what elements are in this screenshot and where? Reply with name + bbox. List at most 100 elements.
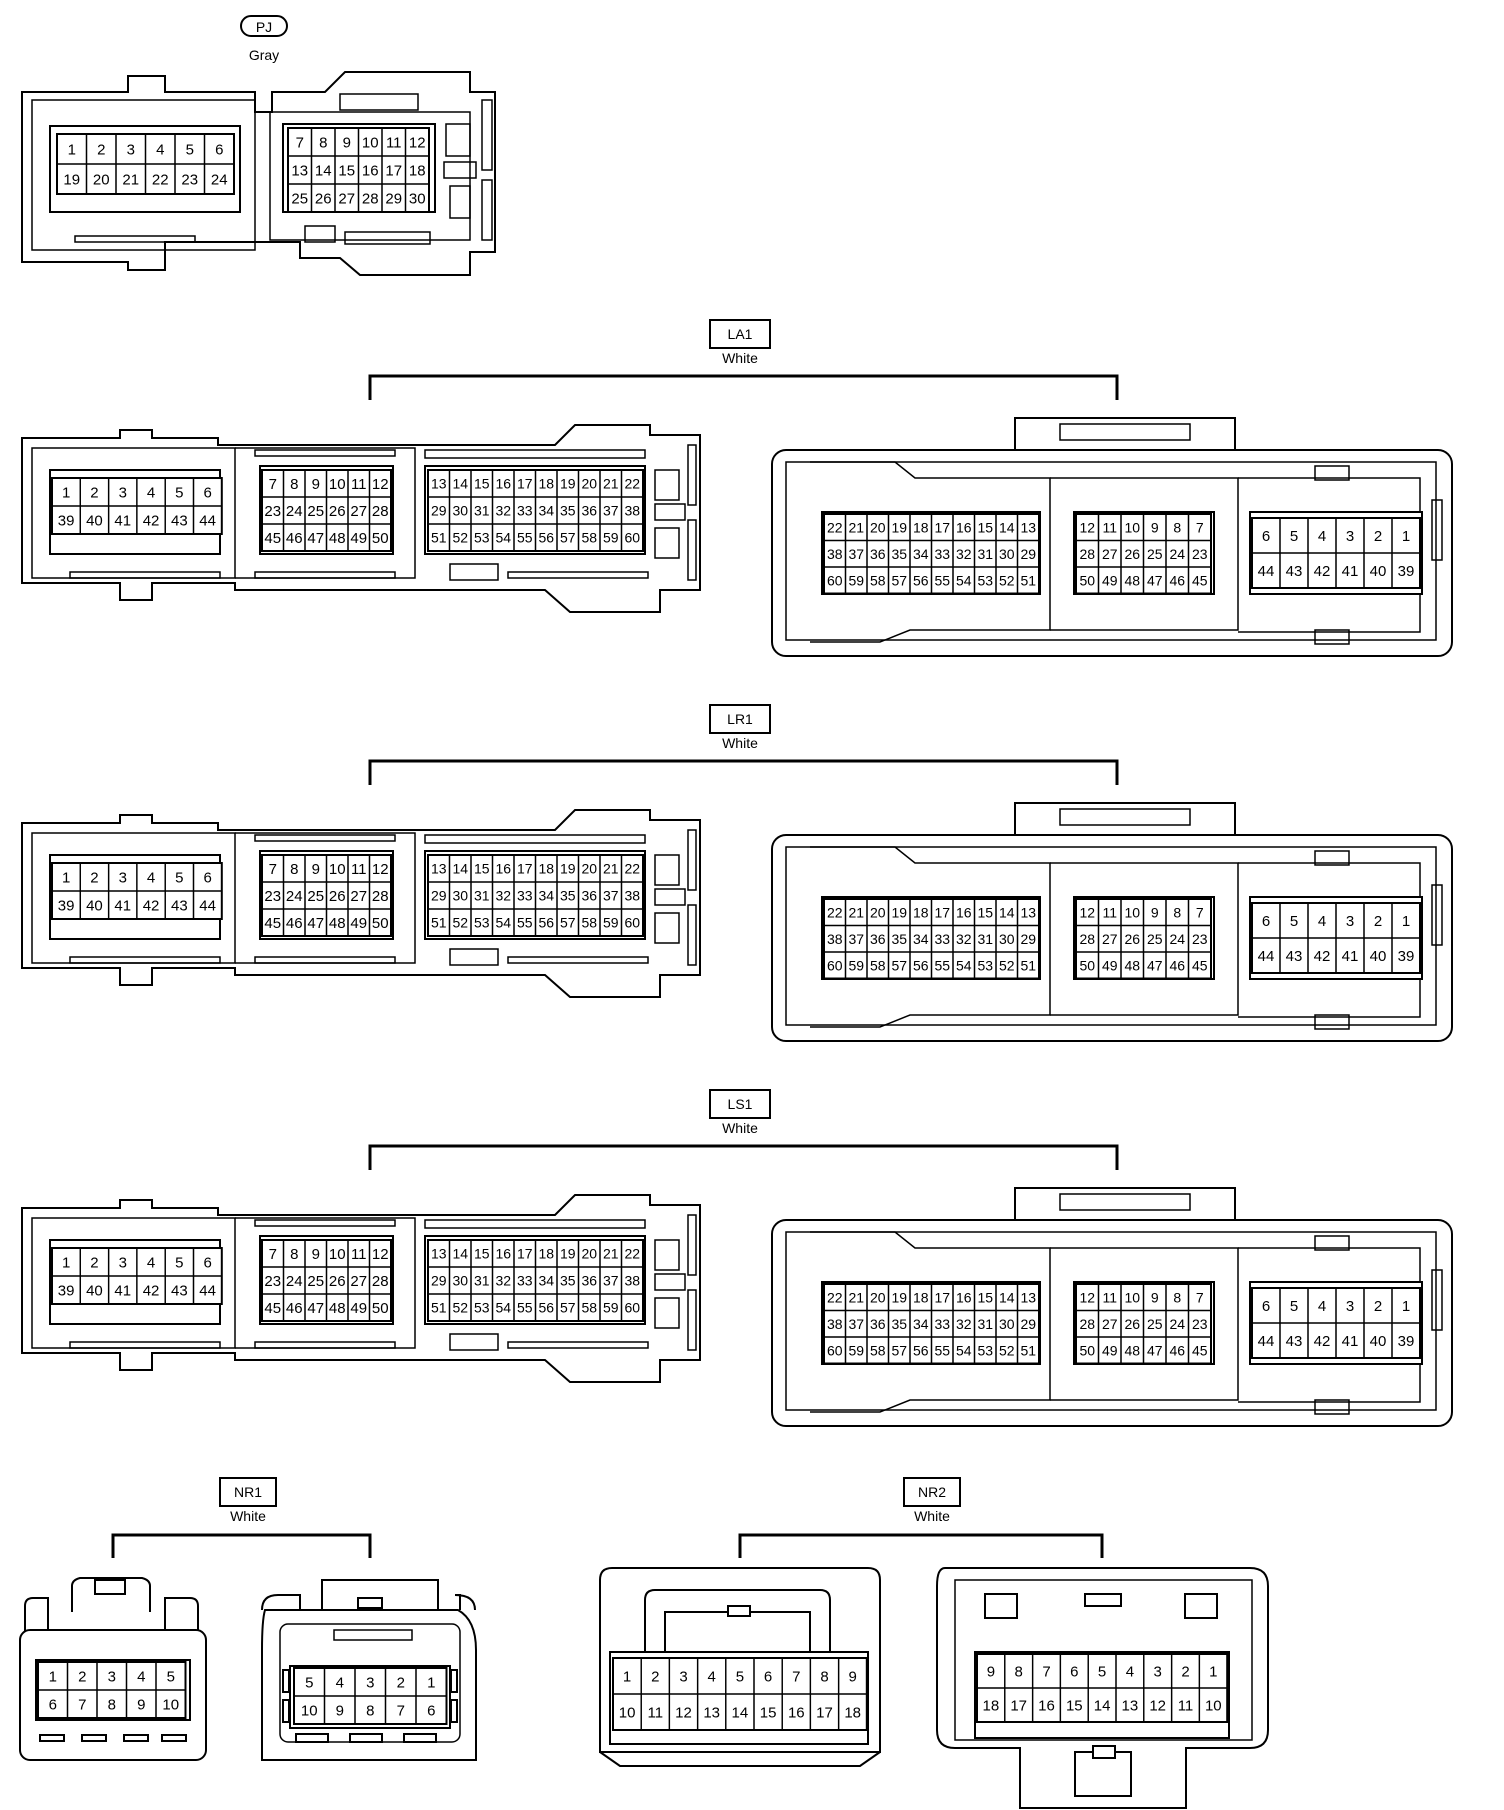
pin-number: 17 bbox=[934, 1289, 950, 1305]
pin-number: 22 bbox=[827, 1289, 843, 1305]
pin-number: 14 bbox=[452, 1246, 468, 1262]
pin-number: 23 bbox=[264, 503, 281, 520]
pin-number: 30 bbox=[999, 1316, 1015, 1332]
pin-number: 26 bbox=[315, 190, 332, 207]
pin-number: 9 bbox=[312, 1246, 320, 1263]
ls1-label-box bbox=[709, 1089, 771, 1119]
pin-number: 9 bbox=[1151, 904, 1159, 920]
pin-number: 52 bbox=[452, 1300, 468, 1316]
pin-number: 11 bbox=[1102, 904, 1117, 920]
pin-number: 54 bbox=[956, 1342, 972, 1358]
pin-number: 58 bbox=[581, 530, 597, 546]
pin-number: 34 bbox=[538, 1273, 554, 1289]
pin-number: 39 bbox=[1398, 948, 1415, 965]
pin-number: 10 bbox=[1205, 1697, 1222, 1714]
pin-number: 50 bbox=[1079, 1342, 1095, 1358]
pin-number: 58 bbox=[581, 1300, 597, 1316]
pin-number: 12 bbox=[675, 1704, 692, 1721]
la1-name: LA1 bbox=[728, 326, 753, 342]
pin-number: 31 bbox=[977, 931, 993, 947]
pin-number: 21 bbox=[122, 171, 139, 188]
pin-number: 17 bbox=[517, 861, 533, 877]
pin-number: 25 bbox=[1147, 1316, 1163, 1332]
pin-number: 55 bbox=[517, 915, 533, 931]
pin-number: 30 bbox=[999, 546, 1015, 562]
pin-number: 6 bbox=[764, 1668, 772, 1685]
pin-number: 49 bbox=[1102, 572, 1118, 588]
pin-cell bbox=[620, 523, 644, 552]
pin-cell bbox=[404, 183, 430, 213]
pin-number: 4 bbox=[1318, 1298, 1326, 1315]
pin-number: 8 bbox=[290, 861, 298, 878]
pin-number: 52 bbox=[999, 1342, 1015, 1358]
pin-number: 53 bbox=[977, 572, 993, 588]
lr1-color: White bbox=[722, 735, 758, 751]
pin-number: 33 bbox=[517, 1273, 533, 1289]
pin-number: 36 bbox=[870, 1316, 886, 1332]
pin-number: 52 bbox=[999, 572, 1015, 588]
pin-number: 5 bbox=[167, 1668, 175, 1685]
pin-number: 48 bbox=[1124, 572, 1140, 588]
pin-number: 5 bbox=[1098, 1663, 1106, 1680]
pin-cell bbox=[620, 908, 644, 937]
pin-number: 58 bbox=[581, 915, 597, 931]
pin-number: 4 bbox=[336, 1674, 344, 1691]
nr1-label-box bbox=[219, 1477, 277, 1507]
pin-number: 58 bbox=[870, 1342, 886, 1358]
pin-number: 56 bbox=[913, 957, 929, 973]
pin-number: 35 bbox=[560, 503, 576, 519]
pin-number: 35 bbox=[891, 546, 907, 562]
pin-number: 43 bbox=[171, 897, 188, 914]
pin-number: 1 bbox=[427, 1674, 435, 1691]
pin-number: 25 bbox=[307, 888, 324, 905]
pin-number: 21 bbox=[848, 1289, 864, 1305]
pin-number: 37 bbox=[848, 931, 864, 947]
pin-number: 48 bbox=[1124, 1342, 1140, 1358]
pin-number: 9 bbox=[312, 476, 320, 493]
pin-number: 28 bbox=[1079, 546, 1095, 562]
pin-number: 8 bbox=[108, 1696, 116, 1713]
pin-number: 12 bbox=[1079, 519, 1095, 535]
pin-number: 15 bbox=[474, 476, 490, 492]
pin-number: 48 bbox=[329, 530, 346, 547]
pin-number: 23 bbox=[264, 1273, 281, 1290]
pin-number: 41 bbox=[1342, 563, 1359, 580]
pin-number: 6 bbox=[1262, 913, 1270, 930]
pin-number: 14 bbox=[732, 1704, 749, 1721]
pin-number: 8 bbox=[290, 476, 298, 493]
ls1-color: White bbox=[722, 1120, 758, 1136]
pin-number: 16 bbox=[956, 904, 972, 920]
pin-number: 57 bbox=[560, 1300, 576, 1316]
pin-number: 12 bbox=[372, 861, 389, 878]
pin-number: 6 bbox=[203, 484, 211, 501]
pin-number: 54 bbox=[495, 530, 511, 546]
pin-number: 42 bbox=[1314, 563, 1331, 580]
pin-number: 3 bbox=[366, 1674, 374, 1691]
pin-number: 47 bbox=[1147, 957, 1163, 973]
pin-number: 4 bbox=[147, 484, 155, 501]
pin-number: 38 bbox=[827, 1316, 843, 1332]
pin-number: 29 bbox=[431, 888, 447, 904]
pin-cell bbox=[1391, 552, 1421, 589]
pin-number: 14 bbox=[315, 162, 332, 179]
pin-number: 18 bbox=[983, 1697, 1000, 1714]
pin-cell bbox=[155, 1689, 187, 1719]
pin-number: 26 bbox=[1124, 546, 1140, 562]
pin-number: 57 bbox=[891, 572, 907, 588]
pin-number: 10 bbox=[619, 1704, 636, 1721]
pin-number: 11 bbox=[1178, 1697, 1194, 1714]
pin-number: 4 bbox=[1126, 1663, 1134, 1680]
pin-number: 11 bbox=[1102, 1289, 1117, 1305]
pin-number: 17 bbox=[517, 476, 533, 492]
pin-number: 28 bbox=[372, 503, 389, 520]
pin-number: 7 bbox=[792, 1668, 800, 1685]
pj-name: PJ bbox=[256, 19, 272, 35]
pin-number: 3 bbox=[108, 1668, 116, 1685]
pin-number: 47 bbox=[307, 530, 324, 547]
